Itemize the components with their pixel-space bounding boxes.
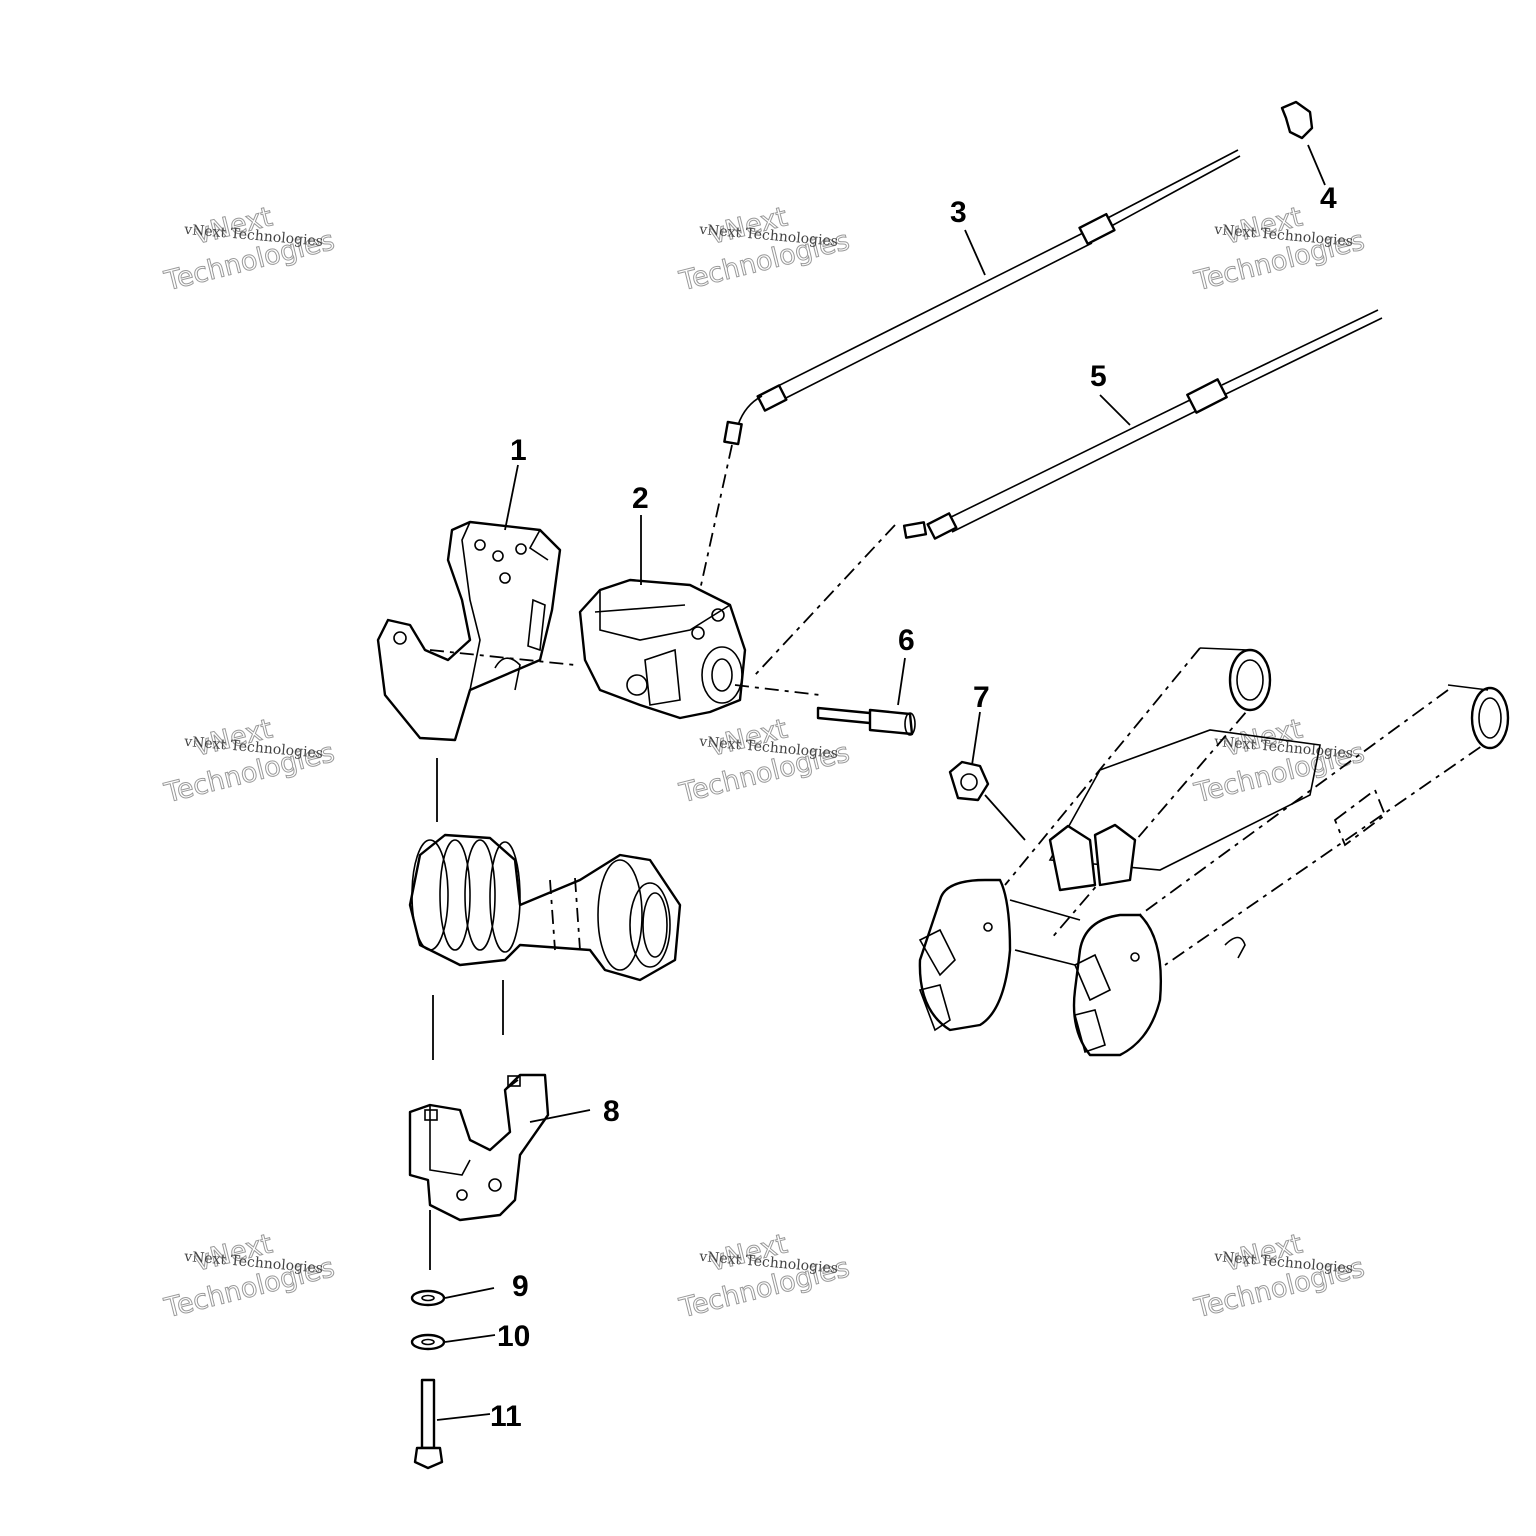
callout-3: 3 (950, 196, 967, 229)
part-4-clip (1280, 100, 1314, 140)
assembly-guide-lines (429, 758, 504, 1270)
part-9-washer (410, 1287, 495, 1307)
callout-7: 7 (973, 681, 990, 714)
callout-6: 6 (898, 624, 915, 657)
callout-leaders (504, 144, 1326, 766)
swing-arm (918, 647, 1510, 1057)
part-2-caliper (578, 578, 821, 720)
rotor-hub (408, 833, 682, 982)
part-7-nut (948, 760, 1026, 841)
part-1-caliper-bracket (376, 520, 576, 742)
callout-5: 5 (1090, 360, 1107, 393)
part-11-bolt (413, 1378, 491, 1470)
callout-10: 10 (497, 1320, 530, 1353)
callout-8: 8 (603, 1095, 620, 1128)
callout-11: 11 (490, 1400, 522, 1433)
callout-4: 4 (1320, 182, 1337, 215)
callout-9: 9 (512, 1270, 529, 1303)
part-10-lock-washer (410, 1333, 496, 1351)
callout-1: 1 (510, 434, 527, 467)
callout-2: 2 (632, 482, 649, 515)
part-8-lower-bracket (408, 1073, 591, 1222)
callout-labels: 1 2 3 4 5 6 7 8 9 10 11 (490, 182, 1337, 1433)
part-6-pin (816, 706, 916, 736)
part-3-brake-hose (699, 149, 1241, 591)
part-5-brake-hose (754, 309, 1383, 676)
